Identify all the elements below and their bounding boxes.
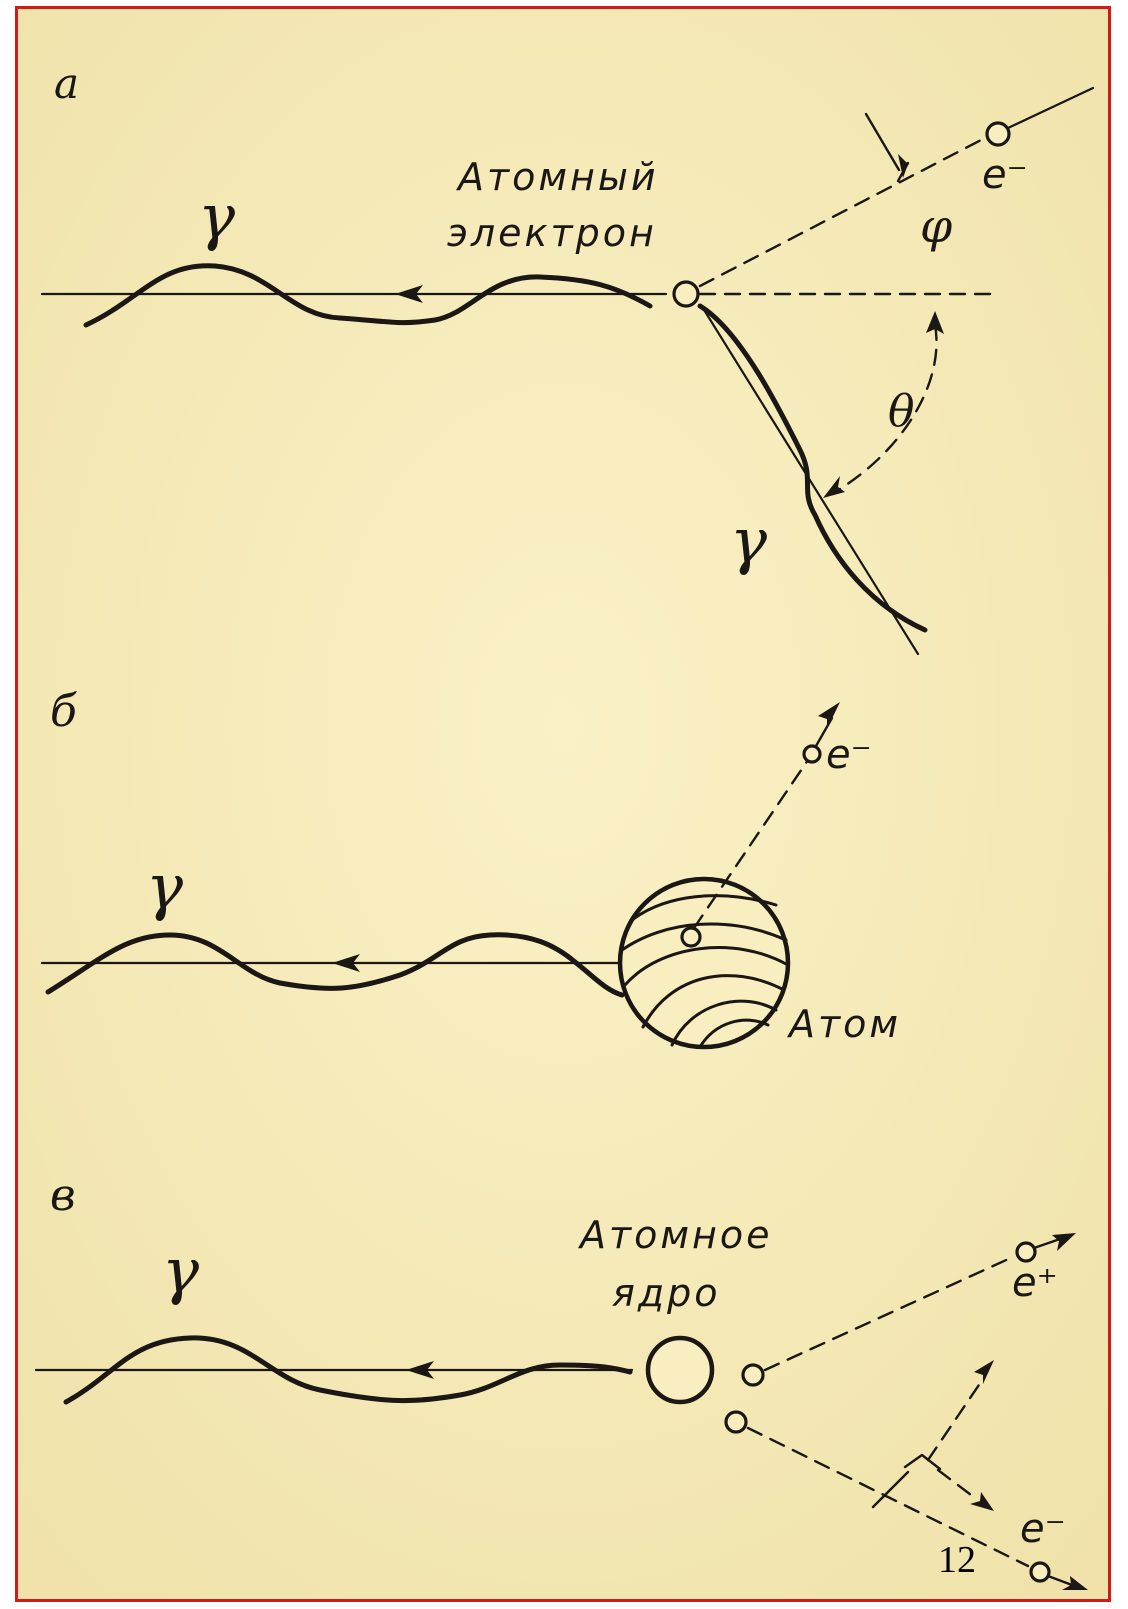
panel-a-phi-label: φ	[920, 199, 953, 253]
electron-particle	[1031, 1563, 1049, 1581]
panel-a-scattered-photon-label: γ	[730, 504, 768, 577]
panel-c-positron-label: e⁺	[1012, 1260, 1058, 1306]
panel-a-photon-label: γ	[198, 180, 236, 253]
panel-a-recoil-electron	[987, 123, 1009, 145]
panel-c-letter: в	[50, 1170, 76, 1221]
page-number: 12	[938, 1539, 976, 1581]
pair-electron-origin	[726, 1412, 746, 1432]
interaction-diagram: а γ Атомный электрон e⁻ φ θ γ	[15, 6, 1111, 1602]
panel-b-photon-label: γ	[146, 850, 184, 923]
panel-a-electron-node	[674, 282, 698, 306]
panel-a-theta-label: θ	[888, 386, 915, 437]
panel-b-electron-label: e⁻	[826, 732, 872, 778]
panel-a-label-line1: Атомный	[455, 155, 659, 199]
figure-frame: а γ Атомный электрон e⁻ φ θ γ	[15, 6, 1111, 1602]
atom-bound-electron	[682, 928, 700, 946]
panel-c-label-line2: ядро	[612, 1271, 721, 1315]
panel-a-label-line2: электрон	[447, 211, 657, 255]
panel-c-electron-label: e⁻	[1020, 1506, 1066, 1552]
positron-particle	[1017, 1243, 1035, 1261]
panel-a-letter: а	[54, 59, 79, 108]
panel-b-ejected-electron	[804, 746, 820, 762]
panel-c-photon-label: γ	[162, 1234, 200, 1307]
panel-c-label-line1: Атомное	[577, 1213, 773, 1257]
panel-b-letter: б	[50, 686, 77, 737]
panel-a-electron-label: e⁻	[982, 152, 1028, 198]
pair-positron-origin	[743, 1365, 763, 1385]
panel-b-atom-label: Атом	[786, 1002, 901, 1046]
nucleus-circle	[648, 1338, 712, 1402]
